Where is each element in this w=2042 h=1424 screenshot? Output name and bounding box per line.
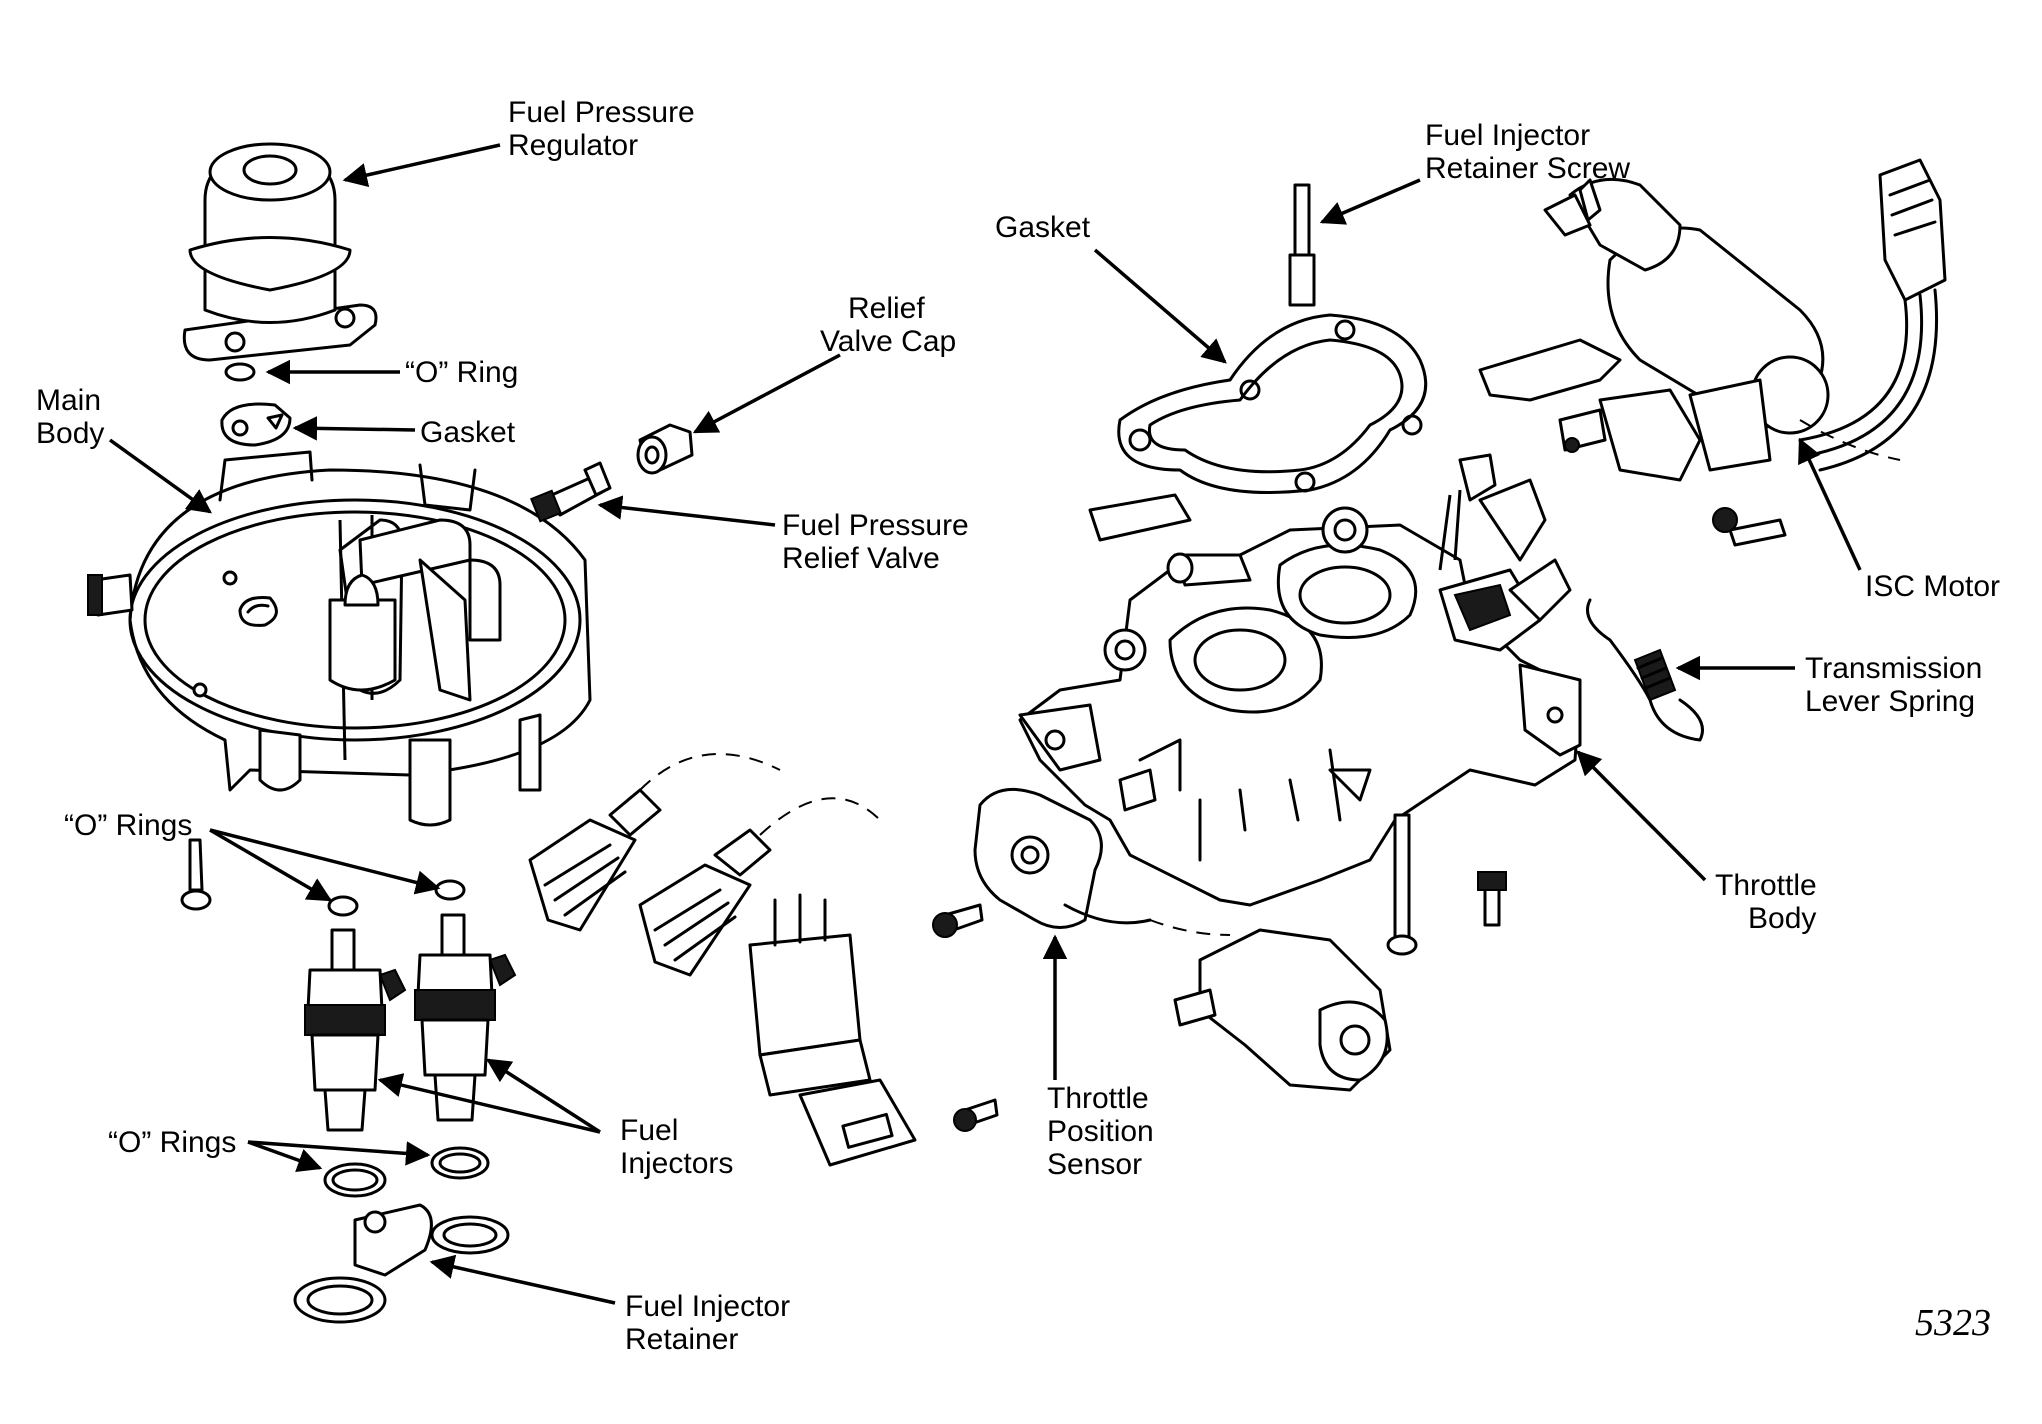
fuel-pressure-relief-valve-part	[530, 461, 612, 523]
label-fuel-pressure-relief-valve: Fuel Pressure Relief Valve	[782, 509, 977, 575]
relief-valve-cap-part	[636, 423, 694, 475]
label-throttle-position-sensor: Throttle Position Sensor	[1047, 1082, 1162, 1181]
label-fuel-injectors: Fuel Injectors	[620, 1114, 733, 1180]
screw-left-part	[180, 838, 212, 911]
gasket-throttle-part	[1117, 313, 1428, 494]
o-rings-lower-part	[323, 1146, 490, 1198]
injector-connectors-part	[528, 753, 881, 977]
fuel-injector-right-part	[414, 913, 517, 1122]
label-o-rings-lower: “O” Rings	[108, 1126, 236, 1159]
label-throttle-body: Throttle Body	[1715, 869, 1825, 935]
label-o-rings-upper: “O” Rings	[64, 809, 192, 842]
screw-middle-part	[932, 903, 999, 1132]
harness-connector-part	[748, 893, 917, 1167]
label-fuel-pressure-regulator: Fuel Pressure Regulator	[508, 96, 703, 162]
fuel-injector-retainer-part	[293, 1203, 510, 1324]
o-ring-top-part	[224, 362, 256, 382]
fuel-injector-left-part	[304, 928, 407, 1132]
sensor-connector-part	[1149, 919, 1392, 1092]
label-gasket-throttle: Gasket	[995, 211, 1091, 244]
retainer-screw-part	[1288, 183, 1316, 307]
label-main-body: Main Body	[36, 384, 109, 450]
transmission-lever-spring-part	[1586, 598, 1704, 742]
small-bolt-part	[1477, 871, 1507, 927]
o-rings-upper-part	[327, 879, 466, 917]
label-o-ring-top: “O” Ring	[405, 356, 518, 389]
gasket-top-part	[220, 402, 292, 447]
label-fuel-injector-retainer: Fuel Injector Retainer	[625, 1290, 798, 1356]
figure-number: 5323	[1915, 1302, 1991, 1344]
throttle-body-part	[1018, 453, 1582, 907]
label-fuel-injector-retainer-screw: Fuel Injector Retainer Screw	[1425, 119, 1630, 185]
label-gasket-top: Gasket	[420, 416, 516, 449]
leader-lines	[108, 143, 1862, 1305]
fuel-pressure-regulator-part	[182, 142, 378, 362]
label-relief-valve-cap: Relief Valve Cap	[820, 292, 956, 358]
isc-motor-part	[1478, 177, 1830, 547]
label-transmission-lever-spring: Transmission Lever Spring	[1805, 652, 1991, 718]
label-isc-motor: ISC Motor	[1865, 570, 2000, 603]
throttle-position-sensor-part	[973, 787, 1152, 929]
long-bolt-part	[1386, 813, 1418, 956]
isc-connector-part	[1798, 158, 1947, 472]
main-body-part	[87, 450, 592, 827]
